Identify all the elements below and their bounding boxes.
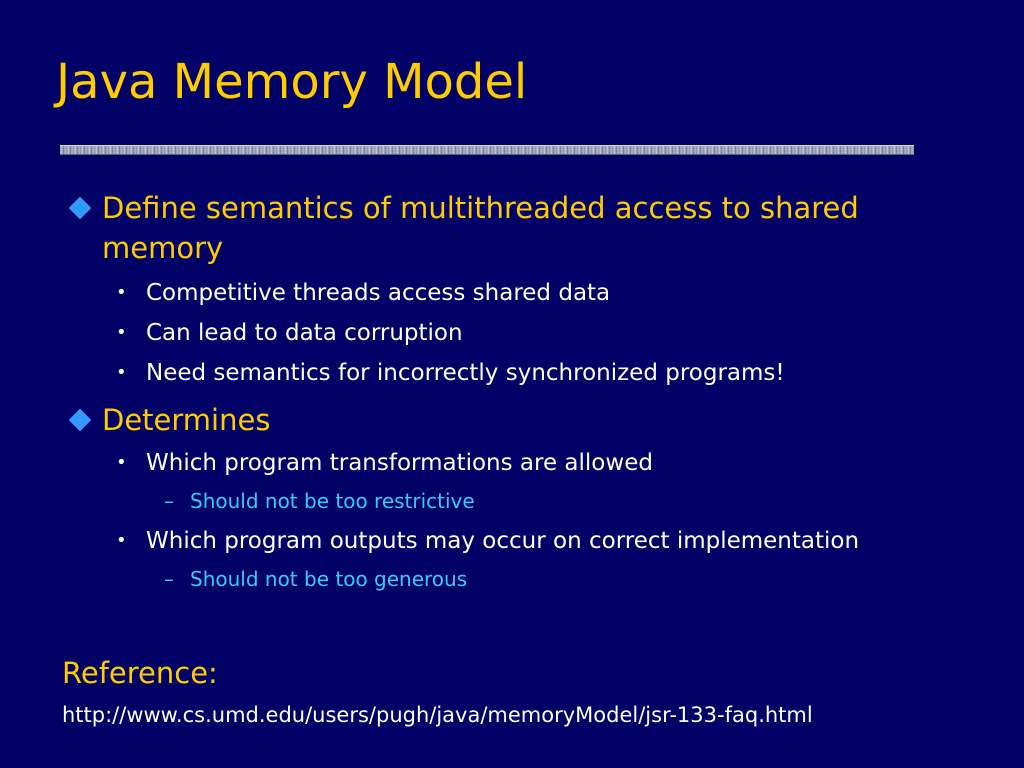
bullet-text: Competitive threads access shared data xyxy=(146,280,611,306)
slide-title: Java Memory Model xyxy=(56,54,528,110)
bullet-text: Determines xyxy=(102,403,271,437)
bullet-level3: – Should not be too restrictive xyxy=(164,488,475,514)
bullet-level2: • Competitive threads access shared data xyxy=(116,278,610,308)
bullet-dot-icon: • xyxy=(116,282,127,303)
bullet-text: Which program transformations are allowe… xyxy=(146,450,653,476)
bullet-text: Define semantics of multithreaded access… xyxy=(102,191,859,265)
bullet-text: Should not be too generous xyxy=(190,567,468,591)
bullet-dot-icon: • xyxy=(116,322,127,343)
bullet-level3: – Should not be too generous xyxy=(164,566,467,592)
dash-bullet-icon: – xyxy=(164,567,174,591)
reference-label: Reference: xyxy=(62,656,218,690)
bullet-text: Which program outputs may occur on corre… xyxy=(146,528,860,554)
dash-bullet-icon: – xyxy=(164,489,174,513)
diamond-bullet-icon xyxy=(68,408,92,432)
title-divider xyxy=(60,145,914,155)
bullet-level2: • Need semantics for incorrectly synchro… xyxy=(116,358,785,388)
bullet-level1: Determines xyxy=(68,400,902,440)
reference-url: http://www.cs.umd.edu/users/pugh/java/me… xyxy=(62,703,813,727)
bullet-text: Need semantics for incorrectly synchroni… xyxy=(146,360,785,386)
bullet-text: Can lead to data corruption xyxy=(146,320,463,346)
bullet-level2: • Can lead to data corruption xyxy=(116,318,463,348)
bullet-text: Should not be too restrictive xyxy=(190,489,475,513)
bullet-dot-icon: • xyxy=(116,362,127,383)
diamond-bullet-icon xyxy=(68,196,92,220)
bullet-dot-icon: • xyxy=(116,530,127,551)
bullet-level2: • Which program outputs may occur on cor… xyxy=(116,526,859,556)
bullet-level1: Define semantics of multithreaded access… xyxy=(68,188,902,268)
bullet-level2: • Which program transformations are allo… xyxy=(116,448,653,478)
bullet-dot-icon: • xyxy=(116,452,127,473)
